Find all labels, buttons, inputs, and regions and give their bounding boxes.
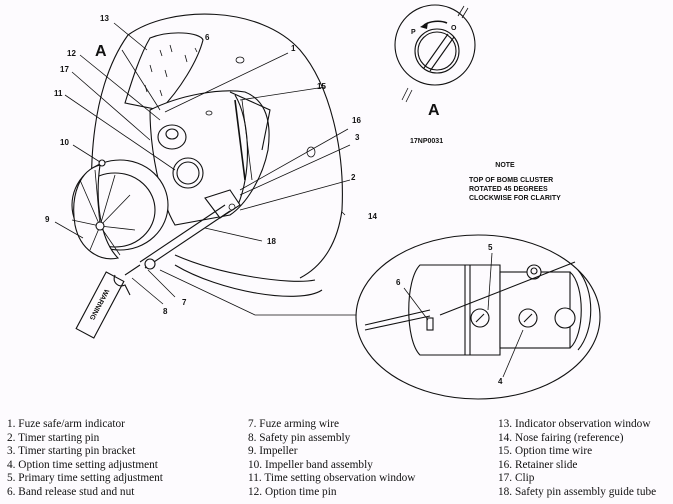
legend-item: 12. Option time pin: [248, 485, 337, 498]
callout-4: 4: [498, 377, 503, 386]
warning-tag: WARNING: [75, 271, 125, 339]
detail-inset: 5 6 4: [355, 234, 601, 400]
callout-1: 1: [291, 44, 296, 53]
detail-a-dial: P O A 17NP0031: [394, 4, 476, 145]
legend-item: 18. Safety pin assembly guide tube: [498, 485, 657, 498]
indicator-observation-window: 6: [124, 32, 210, 111]
legend-item: 4. Option time setting adjustment: [7, 458, 158, 471]
legend-item: 2. Timer starting pin: [7, 431, 100, 444]
view-label-detail: A: [428, 102, 440, 119]
legend-item: 8. Safety pin assembly: [248, 431, 351, 444]
note-line-3: CLOCKWISE FOR CLARITY: [469, 195, 561, 202]
callout-11: 11: [54, 89, 63, 98]
legend-item: 9. Impeller: [248, 445, 298, 458]
legend-item: 15. Option time wire: [498, 445, 593, 458]
callout-10: 10: [60, 138, 69, 147]
legend-item: 13. Indicator observation window: [498, 418, 651, 430]
callout-2: 2: [351, 173, 356, 182]
figure-id-code: 17NP0031: [410, 138, 443, 145]
legend-item: 17. Clip: [498, 472, 535, 485]
legend-item: 6. Band release stud and nut: [7, 485, 135, 498]
callout-17: 17: [60, 65, 69, 74]
note-line-2: ROTATED 45 DEGREES: [469, 186, 548, 193]
leader-lines: [54, 22, 360, 316]
small-mark: 6: [205, 33, 210, 42]
callout-7: 7: [182, 298, 187, 307]
note-heading: NOTE: [495, 162, 515, 169]
dial-label-p: P: [411, 29, 416, 36]
fuze-body: [149, 56, 316, 226]
legend-item: 3. Timer starting pin bracket: [7, 445, 136, 458]
impeller-band-clamp: [98, 159, 106, 167]
callout-3: 3: [355, 133, 360, 142]
impeller: [71, 159, 169, 260]
legend-item: 5. Primary time setting adjustment: [7, 472, 163, 485]
legend-item: 16. Retainer slide: [498, 458, 578, 471]
note-block: NOTE TOP OF BOMB CLUSTER ROTATED 45 DEGR…: [469, 162, 561, 202]
callout-18: 18: [267, 237, 276, 246]
legend-item: 1. Fuze safe/arm indicator: [7, 418, 125, 430]
legend-column-1: 1. Fuze safe/arm indicator 2. Timer star…: [7, 418, 163, 500]
callout-12: 12: [67, 49, 76, 58]
callout-14: 14: [368, 212, 377, 221]
legend-item: 10. Impeller band assembly: [248, 458, 373, 471]
callouts-main: 13 12 17 11 10 9 1 15 16 3 2 14 18 7 8 A: [45, 14, 377, 316]
callout-9: 9: [45, 215, 50, 224]
callout-5: 5: [488, 243, 493, 252]
safety-pin-guide-tube: [124, 204, 231, 276]
callout-8: 8: [163, 307, 168, 316]
note-line-1: TOP OF BOMB CLUSTER: [469, 177, 553, 184]
legend-item: 14. Nose fairing (reference): [498, 431, 624, 444]
callout-15: 15: [317, 82, 326, 91]
fuze-exploded-diagram: 6: [45, 4, 601, 400]
legend-column-3: 13. Indicator observation window 14. Nos…: [498, 418, 656, 500]
fuze-safe-arm-indicator: [157, 124, 187, 150]
band-release-stud: [426, 317, 434, 331]
dial-label-o: O: [451, 25, 457, 32]
callout-13: 13: [100, 14, 109, 23]
callout-16: 16: [352, 116, 361, 125]
callout-6: 6: [396, 278, 401, 287]
view-label-main: A: [95, 43, 107, 60]
legend-item: 11. Time setting observation window: [248, 472, 416, 485]
legend-column-2: 7. Fuze arming wire 8. Safety pin assemb…: [248, 418, 415, 500]
legend-item: 7. Fuze arming wire: [248, 418, 339, 430]
